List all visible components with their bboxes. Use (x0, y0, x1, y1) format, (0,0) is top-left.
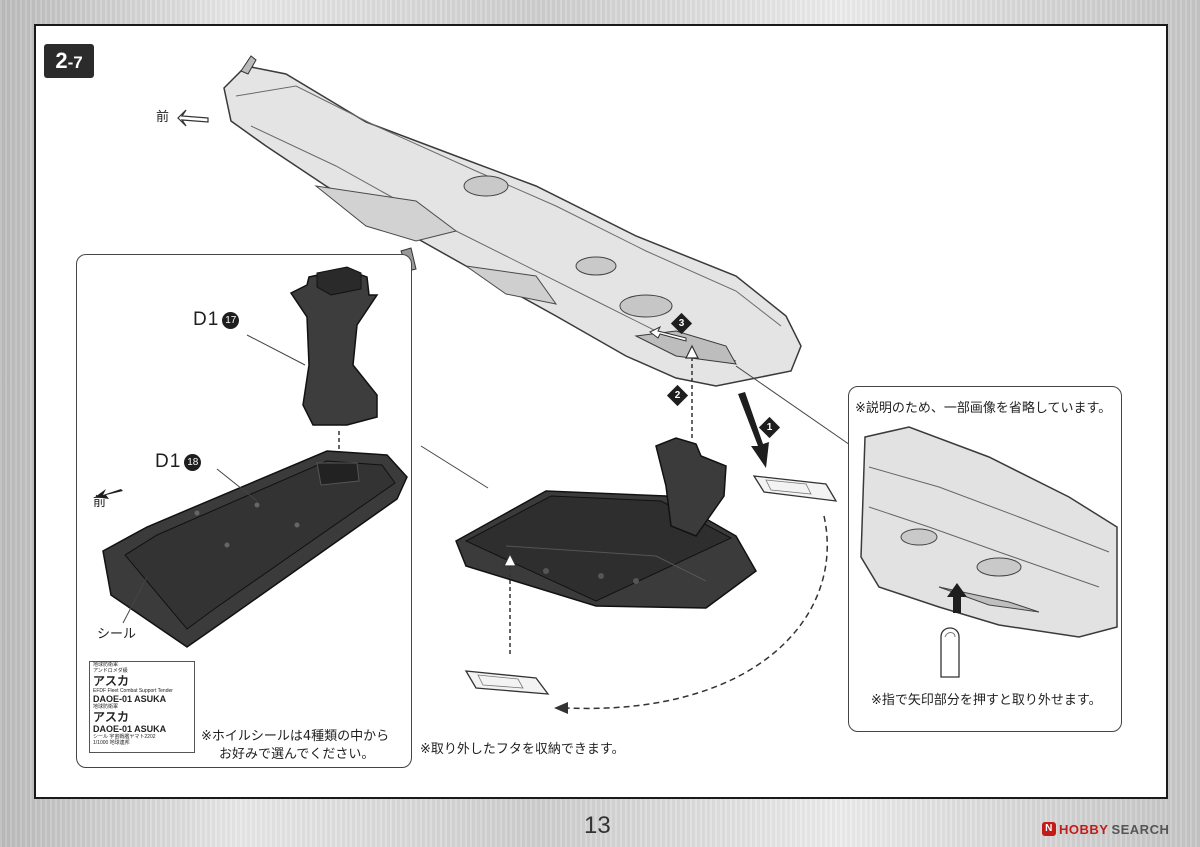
stored-cover-plate (464, 670, 550, 695)
note-finger: ※指で矢印部分を押すと取り外せます。 (871, 693, 1102, 708)
step-marker-2: 2 (666, 384, 689, 407)
assembly-illustration (177, 55, 867, 714)
front-arrow-left (95, 489, 123, 499)
finger-illustration (940, 627, 960, 678)
front-arrow-top (177, 109, 209, 127)
step-major: 2 (55, 48, 68, 73)
step-marker-1: 1 (758, 416, 781, 439)
step-marker-3: 3 (670, 312, 693, 335)
seal-text: EFDF Fleet Combat Support Tender (93, 688, 173, 694)
watermark-icon: N (1042, 822, 1056, 836)
stand-parts-illustration (95, 266, 408, 648)
part-d1-17 (289, 268, 379, 426)
seal-name-en: DAOE-01 ASUKA (93, 694, 167, 704)
seal-name-jp: アスカ (93, 674, 130, 688)
watermark-brand-a: HOBBY (1059, 821, 1109, 837)
seal-text: シール 宇宙戦艦ヤマト2202 (93, 734, 156, 740)
seal-text: アンドロメダ級 (93, 668, 128, 674)
foil-seal-card: 地球防衛軍 アンドロメダ級 アスカ EFDF Fleet Combat Supp… (89, 661, 195, 753)
remove-arrow (738, 392, 769, 468)
detail-illustration (860, 426, 1118, 678)
note-storage: ※取り外したフタを収納できます。 (420, 742, 625, 757)
page-number: 13 (584, 812, 611, 839)
seal-name-jp: アスカ (93, 710, 130, 724)
instruction-panel: 2 -7 (34, 24, 1168, 799)
slide-arrow (649, 325, 687, 342)
seal-text: 1/1000 地球連邦 (93, 740, 130, 746)
cover-plate (752, 475, 838, 502)
seal-text: 地球防衛軍 (93, 704, 119, 710)
label-front-left: 前 (93, 495, 107, 510)
step-badge: 2 -7 (44, 44, 94, 78)
store-path-arrow (565, 515, 828, 710)
seal-text: 地球防衛軍 (93, 662, 119, 668)
seal-name-en: DAOE-01 ASUKA (93, 724, 167, 734)
step-minor: -7 (67, 52, 83, 72)
note-foil-line2: お好みで選んでください。 (219, 747, 375, 762)
watermark-brand-b: SEARCH (1111, 821, 1170, 837)
spaceship-illustration (223, 55, 802, 387)
stand-assembled (455, 437, 757, 609)
detail-box: ※説明のため、一部画像を省略しています。 ※指で矢印部分を押すと取り外せます。 (848, 386, 1122, 732)
watermark: N HOBBY SEARCH (1042, 820, 1169, 838)
note-foil-line1: ※ホイルシールは4種類の中から (201, 729, 390, 744)
label-seal: シール (97, 627, 137, 642)
note-omission: ※説明のため、一部画像を省略しています。 (855, 401, 1112, 416)
push-arrow (947, 583, 967, 613)
label-front-top: 前 (156, 110, 170, 125)
